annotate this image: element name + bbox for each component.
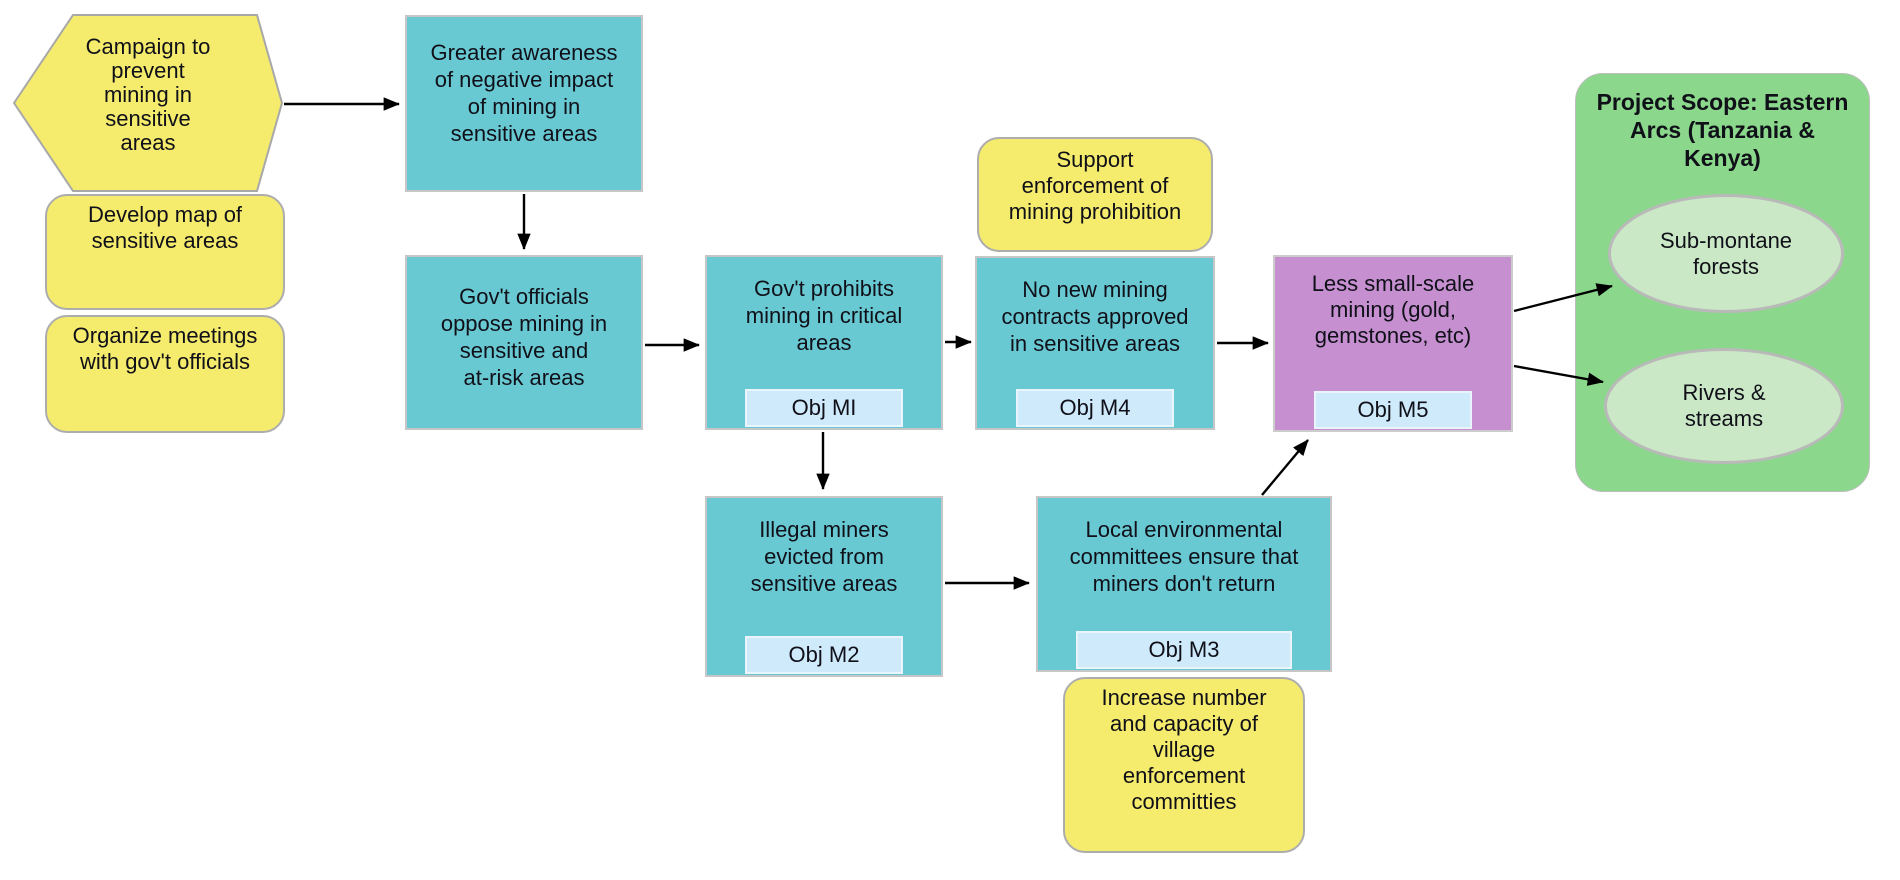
- node-label: Gov't prohibits mining in critical areas: [745, 276, 903, 355]
- target-label: Sub-montane forests: [1659, 227, 1793, 279]
- node-project-scope[interactable]: Project Scope: Eastern Arcs (Tanzania & …: [1575, 73, 1870, 492]
- node-local-committees[interactable]: Local environmental committees ensure th…: [1036, 496, 1332, 672]
- node-develop-map[interactable]: Develop map of sensitive areas: [45, 194, 285, 310]
- node-greater-awareness[interactable]: Greater awareness of negative impact of …: [405, 15, 643, 192]
- node-increase-committees[interactable]: Increase number and capacity of village …: [1063, 677, 1305, 853]
- node-label: Less small-scale mining (gold, gemstones…: [1311, 271, 1475, 348]
- target-sub-montane-forests[interactable]: Sub-montane forests: [1608, 194, 1844, 313]
- project-scope-title: Project Scope: Eastern Arcs (Tanzania & …: [1596, 89, 1849, 171]
- objective-tag-m1[interactable]: Obj MI: [745, 389, 903, 427]
- objective-tag-m4[interactable]: Obj M4: [1016, 389, 1174, 427]
- node-no-new-contracts[interactable]: No new mining contracts approved in sens…: [975, 256, 1215, 430]
- node-organize-meetings[interactable]: Organize meetings with gov't officials: [45, 315, 285, 433]
- node-label: Organize meetings with gov't officials: [72, 323, 258, 374]
- objective-tag-m5[interactable]: Obj M5: [1314, 391, 1472, 429]
- node-govt-oppose[interactable]: Gov't officials oppose mining in sensiti…: [405, 255, 643, 430]
- node-label: Illegal miners evicted from sensitive ar…: [750, 517, 898, 596]
- node-support-enforcement[interactable]: Support enforcement of mining prohibitio…: [977, 137, 1213, 252]
- node-label: Support enforcement of mining prohibitio…: [1008, 147, 1182, 224]
- node-label: Local environmental committees ensure th…: [1069, 517, 1299, 596]
- node-label: Campaign to prevent mining in sensitive …: [85, 34, 211, 155]
- node-label: Develop map of sensitive areas: [87, 202, 243, 253]
- target-rivers-streams[interactable]: Rivers & streams: [1604, 348, 1844, 464]
- node-campaign-strategy-hexagon[interactable]: Campaign to prevent mining in sensitive …: [13, 13, 283, 193]
- node-label: Increase number and capacity of village …: [1101, 685, 1267, 814]
- node-label: Greater awareness of negative impact of …: [430, 40, 618, 146]
- objective-tag-m3[interactable]: Obj M3: [1076, 631, 1292, 669]
- target-label: Rivers & streams: [1682, 380, 1766, 431]
- objective-tag-m2[interactable]: Obj M2: [745, 636, 903, 674]
- arrow-committees-to-less-mining: [1261, 439, 1309, 496]
- node-illegal-miners-evicted[interactable]: Illegal miners evicted from sensitive ar…: [705, 496, 943, 677]
- hexagon-shape: [13, 14, 283, 192]
- node-label: No new mining contracts approved in sens…: [1001, 277, 1189, 356]
- node-govt-prohibits[interactable]: Gov't prohibits mining in critical areas…: [705, 255, 943, 430]
- node-less-mining[interactable]: Less small-scale mining (gold, gemstones…: [1273, 255, 1513, 432]
- node-label: Gov't officials oppose mining in sensiti…: [440, 284, 608, 390]
